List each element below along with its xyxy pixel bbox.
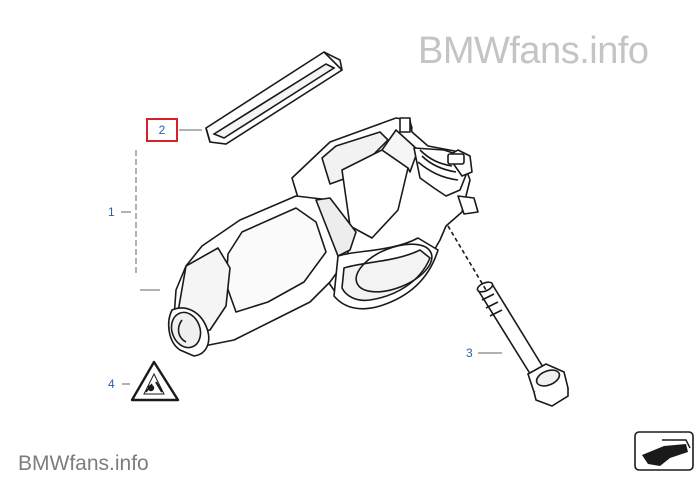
next-page-arrow-icon[interactable]: [634, 431, 694, 471]
bolt-part: [447, 225, 569, 407]
callout-2-selected[interactable]: 2: [146, 118, 178, 142]
seal-ring-part: [205, 51, 343, 145]
warning-triangle-icon: [130, 360, 180, 402]
callout-3[interactable]: 3: [466, 346, 473, 360]
watermark-bottom-suffix: .info: [109, 452, 149, 475]
housing-part: [167, 117, 479, 357]
callout-4[interactable]: 4: [108, 377, 115, 391]
watermark-bottom-brand: BMWfans: [18, 452, 110, 475]
watermark-bottom: BMWfans.info: [18, 452, 149, 476]
watermark-top: BMWfans.info: [418, 30, 649, 73]
leader-lines: [121, 129, 502, 385]
callout-1[interactable]: 1: [108, 205, 115, 219]
watermark-top-suffix: .info: [579, 30, 649, 72]
watermark-top-brand: BMWfans: [418, 30, 580, 72]
